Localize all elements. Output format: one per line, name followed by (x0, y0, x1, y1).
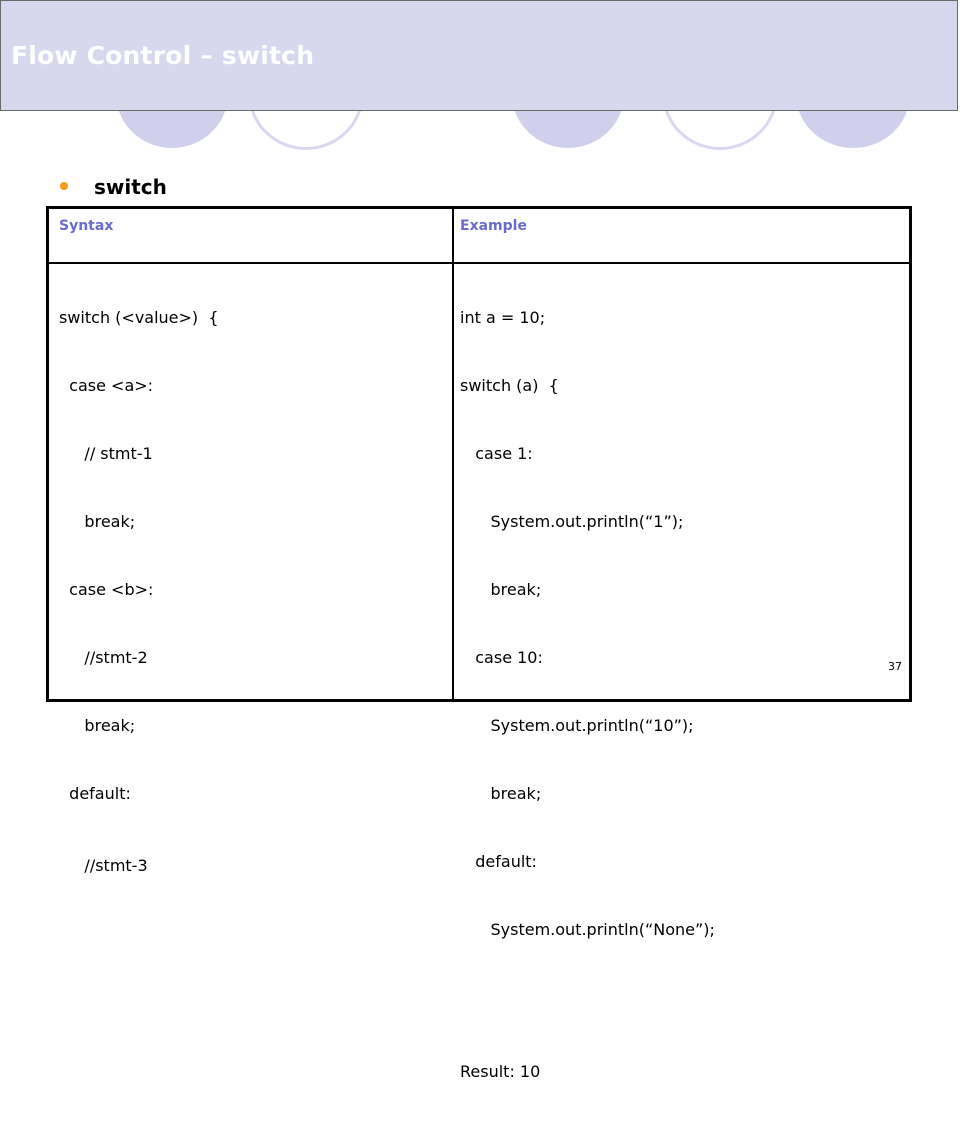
bullet-dot-icon (60, 182, 68, 190)
syntax-line: break; (59, 512, 136, 531)
example-line (460, 983, 715, 1013)
syntax-line: switch (<value>) { (59, 308, 219, 327)
slide: Flow Control – switch switch Syntax Exam… (0, 0, 960, 1081)
example-line: break; (460, 580, 542, 599)
example-line: System.out.println(“10”); (460, 716, 694, 735)
syntax-line: case <a>: (59, 376, 154, 395)
syntax-line: //stmt-3 (59, 856, 148, 875)
column-divider (452, 209, 454, 699)
example-line: switch (a) { (460, 376, 559, 395)
slide-title: Flow Control – switch (11, 41, 315, 70)
example-line: System.out.println(“None”); (460, 920, 715, 939)
row-divider (49, 262, 909, 264)
example-code-block: int a = 10; switch (a) { case 1: System.… (460, 265, 715, 1125)
syntax-line: //stmt-2 (59, 648, 148, 667)
example-line: break; (460, 784, 542, 803)
bullet-item: switch (60, 172, 167, 202)
page-number: 37 (888, 660, 902, 673)
example-line: default: (460, 852, 537, 871)
syntax-line: // stmt-1 (59, 444, 153, 463)
example-header: Example (460, 218, 527, 234)
bullet-text: switch (94, 175, 167, 199)
code-table: Syntax Example switch (<value>) { case <… (46, 206, 912, 1081)
syntax-header: Syntax (59, 218, 114, 234)
example-line: System.out.println(“1”); (460, 512, 684, 531)
title-bar: Flow Control – switch (0, 0, 958, 111)
syntax-code-block: switch (<value>) { case <a>: // stmt-1 b… (59, 265, 219, 919)
syntax-line: case <b>: (59, 580, 154, 599)
syntax-line: break; (59, 716, 136, 735)
example-line: case 10: (460, 648, 543, 667)
syntax-line: default: (59, 784, 131, 803)
example-result-line: Result: 10 (460, 1062, 541, 1081)
example-line: case 1: (460, 444, 533, 463)
example-line: int a = 10; (460, 308, 546, 327)
